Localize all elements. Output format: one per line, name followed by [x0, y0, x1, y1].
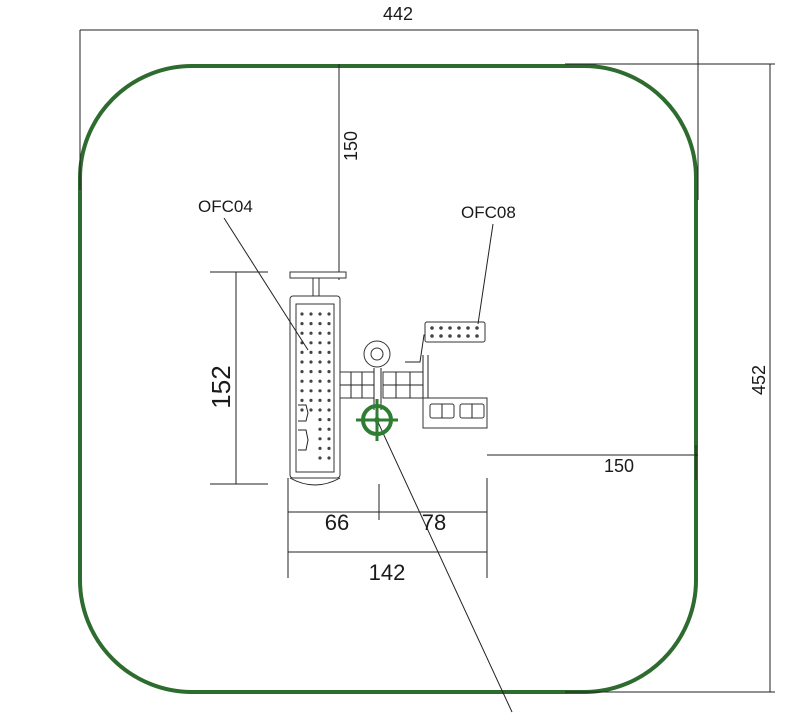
dimension-overall-height: 452 — [565, 63, 775, 693]
dimension-overall-width: 442 — [79, 4, 699, 200]
dimension-right-width-label: 78 — [422, 510, 446, 535]
panel-hole — [327, 389, 331, 393]
panel-hole — [300, 408, 304, 412]
panel-hole — [439, 326, 443, 330]
panel-hole — [318, 331, 322, 335]
panel-hole — [466, 326, 470, 330]
panel-hole — [318, 322, 322, 326]
panel-hole — [318, 427, 322, 431]
panel-hole — [318, 446, 322, 450]
panel-hole — [318, 350, 322, 354]
panel-hole — [309, 370, 313, 374]
panel-hole — [318, 418, 322, 422]
panel-hole — [318, 341, 322, 345]
dimension-right-clearance-label: 150 — [604, 456, 634, 476]
panel-hole — [327, 350, 331, 354]
panel-hole — [309, 360, 313, 364]
panel-hole — [309, 398, 313, 402]
panel-hole — [327, 331, 331, 335]
panel-hole — [327, 360, 331, 364]
safety-zone-boundary — [78, 64, 698, 694]
dimension-total-width-label: 142 — [369, 560, 406, 585]
panel-hole — [430, 326, 434, 330]
label-ofc08: OFC08 — [461, 203, 516, 222]
panel-hole — [327, 398, 331, 402]
panel-hole — [309, 350, 313, 354]
dimension-bottom-widths: 66 78 142 — [287, 478, 488, 585]
panel-hole — [309, 389, 313, 393]
dimension-top-clearance: 150 — [338, 64, 361, 280]
dimension-equipment-height-label: 152 — [206, 365, 236, 408]
panel-hole — [300, 370, 304, 374]
panel-hole — [300, 331, 304, 335]
panel-hole — [318, 389, 322, 393]
panel-hole — [327, 418, 331, 422]
crosshair-target-icon — [356, 399, 398, 441]
panel-hole — [300, 350, 304, 354]
panel-hole — [327, 427, 331, 431]
dimension-overall-height-label: 452 — [749, 365, 769, 395]
panel-hole — [300, 322, 304, 326]
panel-hole — [318, 456, 322, 460]
panel-hole — [300, 312, 304, 316]
panel-hole — [457, 326, 461, 330]
dimension-top-clearance-label: 150 — [341, 131, 361, 161]
panel-hole — [309, 379, 313, 383]
panel-hole — [318, 398, 322, 402]
panel-hole — [327, 456, 331, 460]
panel-hole — [318, 379, 322, 383]
panel-hole — [318, 360, 322, 364]
panel-hole — [300, 389, 304, 393]
ofc04-hole-pattern — [300, 312, 331, 460]
equipment-ofc04 — [289, 271, 347, 486]
dimension-overall-width-label: 442 — [383, 4, 413, 24]
panel-hole — [327, 446, 331, 450]
panel-hole — [300, 398, 304, 402]
dimension-right-clearance: 150 — [487, 445, 698, 480]
equipment-centre-connector — [339, 340, 424, 410]
panel-hole — [448, 334, 452, 338]
ofc08-hole-pattern — [430, 326, 479, 338]
panel-hole — [327, 312, 331, 316]
panel-hole — [457, 334, 461, 338]
panel-hole — [430, 334, 434, 338]
panel-hole — [466, 334, 470, 338]
label-ofc04: OFC04 — [198, 197, 253, 216]
panel-hole — [475, 326, 479, 330]
panel-hole — [327, 370, 331, 374]
panel-hole — [439, 334, 443, 338]
panel-hole — [448, 326, 452, 330]
panel-hole — [327, 322, 331, 326]
panel-hole — [327, 437, 331, 441]
panel-hole — [309, 331, 313, 335]
panel-hole — [327, 408, 331, 412]
panel-hole — [318, 408, 322, 412]
panel-hole — [318, 437, 322, 441]
panel-hole — [318, 370, 322, 374]
panel-hole — [300, 379, 304, 383]
panel-hole — [309, 408, 313, 412]
panel-hole — [327, 341, 331, 345]
dimension-left-width-label: 66 — [325, 510, 349, 535]
leader-lines — [223, 217, 513, 713]
panel-hole — [309, 312, 313, 316]
panel-hole — [309, 341, 313, 345]
dimension-equipment-height: 152 — [206, 271, 268, 485]
panel-hole — [300, 360, 304, 364]
equipment-ofc08 — [405, 321, 488, 429]
panel-hole — [318, 312, 322, 316]
panel-hole — [475, 334, 479, 338]
panel-hole — [327, 379, 331, 383]
panel-hole — [309, 322, 313, 326]
